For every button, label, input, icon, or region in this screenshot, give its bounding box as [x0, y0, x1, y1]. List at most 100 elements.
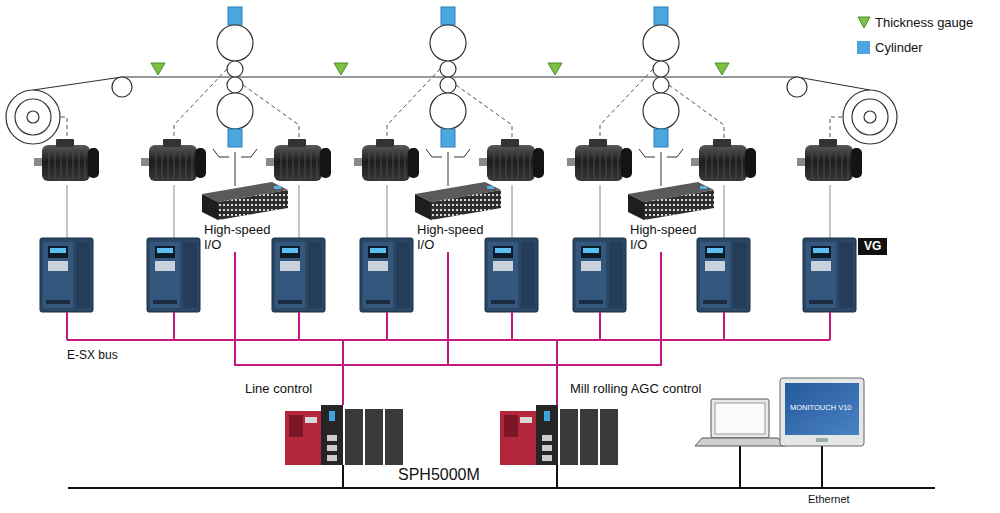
legend-row: Thickness gauge	[857, 10, 973, 35]
plc-picture	[500, 405, 618, 465]
inverter-drive	[147, 238, 200, 312]
electric-motor	[797, 139, 862, 181]
guide-roll	[112, 77, 132, 97]
inverter-drive	[697, 238, 750, 312]
mill-stand	[213, 7, 257, 186]
bus-connector	[448, 252, 557, 405]
mill-stand	[639, 7, 683, 186]
backup-roll	[430, 93, 466, 129]
node-label: High-speed I/O	[411, 222, 493, 252]
legend-text: Cylinder	[875, 40, 923, 55]
io-module-picture	[415, 182, 501, 220]
inverter-drive	[573, 238, 626, 312]
electric-motor	[266, 139, 331, 181]
work-roll	[227, 61, 243, 77]
bus-connector	[343, 252, 448, 405]
work-roll	[653, 77, 669, 93]
gauge-symbol	[151, 63, 165, 75]
backup-roll	[643, 25, 679, 61]
electric-motor	[479, 139, 544, 181]
sensor-bracket	[213, 149, 257, 186]
network-name: Ethernet	[808, 493, 850, 506]
panel-logo	[816, 438, 828, 442]
panel-frame	[780, 378, 864, 446]
bus-name: E-SX bus	[67, 348, 118, 362]
cylinder-symbol	[441, 129, 455, 147]
electric-motor	[34, 139, 99, 181]
legend-text: Thickness gauge	[875, 15, 973, 30]
panel-screen	[785, 383, 859, 435]
inverter-drive	[803, 238, 856, 312]
node-label: Mill rolling AGC control	[570, 380, 702, 397]
work-roll	[653, 61, 669, 77]
coil-inner	[852, 99, 888, 135]
node-label: High-speed I/O	[624, 222, 706, 252]
cylinder-symbol	[441, 7, 455, 25]
model-code: VG	[864, 239, 881, 254]
node-label: High-speed I/O	[198, 222, 280, 252]
thickness-gauges	[151, 63, 729, 75]
legend-row: Cylinder	[857, 35, 973, 60]
io-module-picture	[628, 182, 714, 220]
cylinder-symbol	[228, 129, 242, 147]
gauge-symbol	[858, 17, 870, 28]
cylinder-symbol	[228, 7, 242, 25]
model-tag: VG	[858, 238, 887, 255]
io-module: High-speed I/O	[624, 178, 716, 252]
coil-outer	[6, 90, 60, 144]
controller-model: SPH5000M	[398, 466, 480, 484]
backup-roll	[643, 93, 679, 129]
io-module-picture	[202, 182, 288, 220]
laptop-base	[695, 438, 785, 446]
laptop-picture	[695, 399, 785, 446]
coil-core	[27, 111, 39, 123]
node-label: Line control	[245, 380, 312, 397]
work-roll	[440, 61, 456, 77]
laptop-lid	[711, 399, 769, 438]
coil-outer	[843, 90, 897, 144]
electric-motor	[691, 139, 756, 181]
legend-swatch	[857, 41, 870, 54]
gauge-symbol	[548, 63, 562, 75]
mill-stand	[426, 7, 470, 186]
electric-motor	[567, 139, 632, 181]
gauge-symbol	[334, 63, 348, 75]
work-roll	[440, 77, 456, 93]
cylinder-symbol	[654, 129, 668, 147]
plc-unit: Mill rolling AGC control	[500, 405, 618, 465]
laptop-screen	[715, 403, 765, 434]
guide-roll	[787, 77, 807, 97]
sensor-bracket	[639, 149, 683, 186]
ethernet-line	[68, 446, 935, 488]
bus-connector	[235, 252, 557, 405]
inverter-drive	[485, 238, 538, 312]
touch-panel-picture	[780, 378, 864, 446]
legend-box: Thickness gaugeCylinder	[857, 10, 973, 60]
io-module: High-speed I/O	[198, 178, 290, 252]
legend-symbol	[857, 16, 871, 29]
backup-roll	[430, 25, 466, 61]
plc-picture	[285, 405, 403, 465]
coil-inner	[15, 99, 51, 135]
inverter-drive	[272, 238, 325, 312]
electric-motor	[141, 139, 206, 181]
coil-core	[864, 111, 876, 123]
bus-connector	[235, 252, 343, 405]
cylinder-symbol	[654, 7, 668, 25]
plc-unit: Line control	[285, 405, 403, 465]
sensor-bracket	[426, 149, 470, 186]
screen-text: MONITOUCH V10	[790, 403, 852, 412]
inverter-drive	[40, 238, 93, 312]
electric-motor	[354, 139, 419, 181]
backup-roll	[217, 25, 253, 61]
inverter-drive	[360, 238, 413, 312]
backup-roll	[217, 93, 253, 129]
io-module: High-speed I/O	[411, 178, 503, 252]
work-roll	[227, 77, 243, 93]
gauge-symbol	[715, 63, 729, 75]
